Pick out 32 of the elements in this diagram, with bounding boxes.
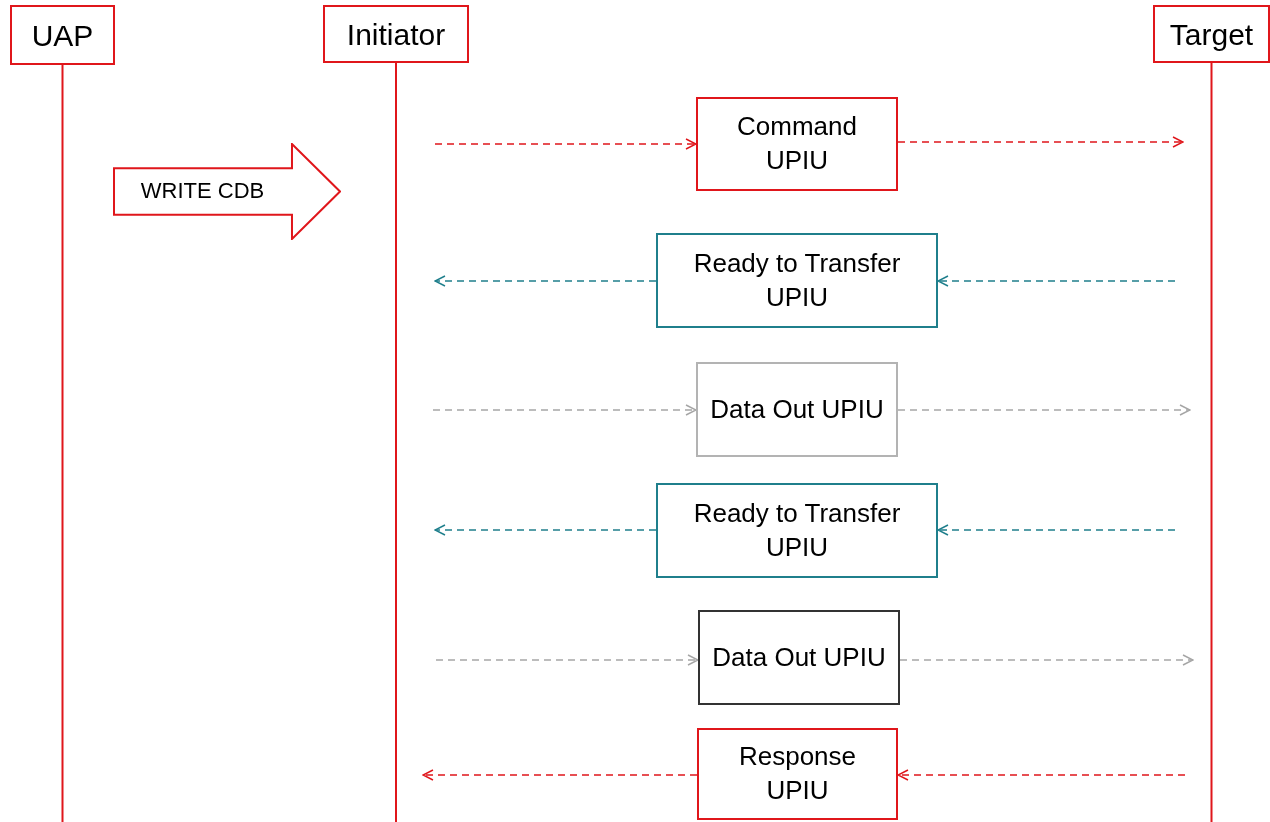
message-box (696, 97, 898, 191)
arrow (434, 275, 657, 287)
arrow (422, 769, 698, 781)
participant-box (10, 5, 115, 65)
participant-label: Initiator (346, 16, 446, 53)
participant-label: Target (1169, 16, 1254, 53)
message-label: Command UPIU (736, 110, 858, 177)
participant-box (1153, 5, 1270, 63)
participant-box (323, 5, 469, 63)
message-box (696, 362, 898, 457)
arrow (897, 404, 1191, 416)
message-label: Ready to Transfer UPIU (692, 246, 902, 314)
arrow (937, 524, 1176, 536)
block-arrow (113, 143, 341, 240)
participant-label: UAP (31, 17, 94, 54)
arrow (432, 404, 697, 416)
message-label: Ready to Transfer UPIU (692, 496, 902, 564)
arrow (434, 138, 697, 150)
arrow (899, 654, 1194, 666)
arrow (937, 275, 1176, 287)
arrow (434, 524, 657, 536)
arrow (435, 654, 699, 666)
message-box (697, 728, 898, 820)
arrow (897, 136, 1184, 148)
message-label: Data Out UPIU (710, 392, 884, 426)
message-label: Data Out UPIU (712, 640, 886, 674)
arrow-label: WRITE CDB (139, 177, 266, 206)
message-label: Response UPIU (737, 740, 858, 807)
arrow (897, 769, 1186, 781)
message-box (656, 233, 938, 328)
message-box (656, 483, 938, 578)
message-box (698, 610, 900, 705)
